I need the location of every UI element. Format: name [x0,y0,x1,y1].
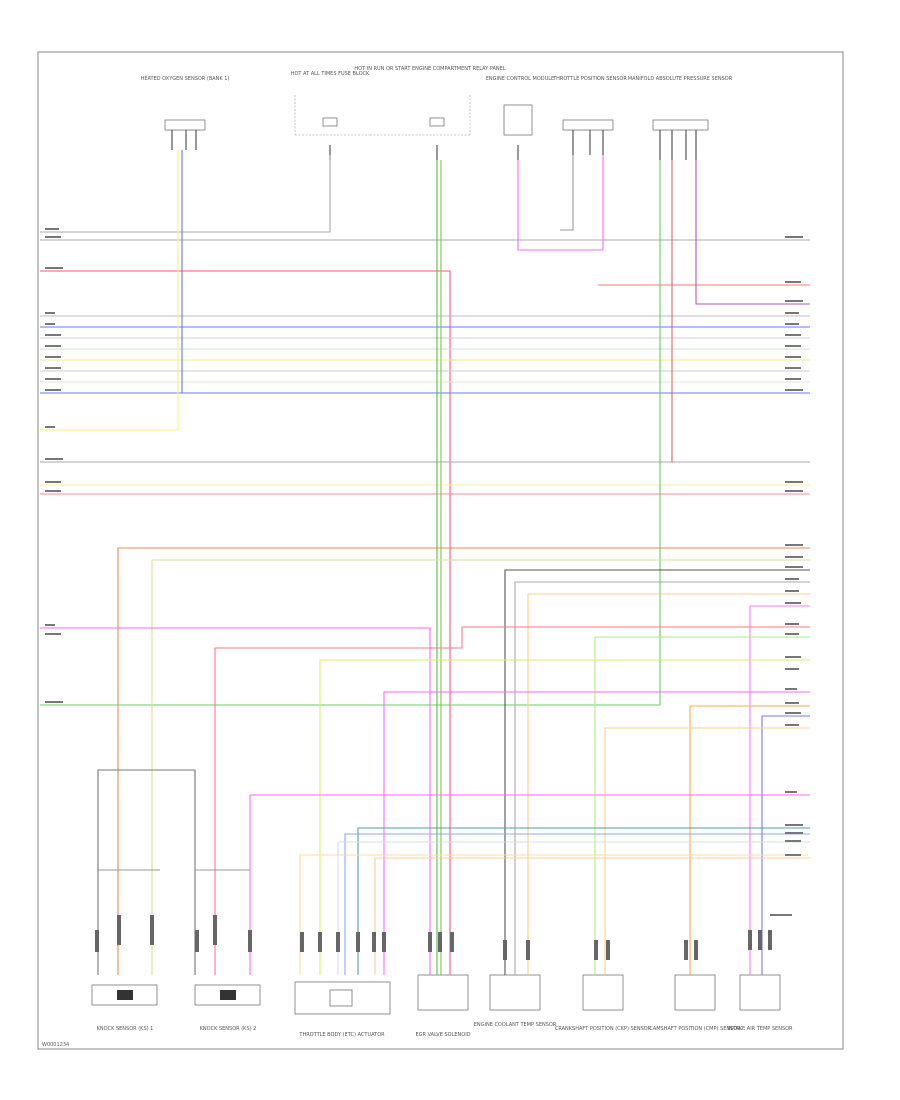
top-components: HEATED OXYGEN SENSOR (BANK 1) HOT AT ALL… [141,66,733,160]
fuse-2 [429,117,445,127]
wire-tick-marks [45,228,803,916]
diagram-footer-code: W0001234 [42,1042,69,1048]
bottom-label-ckp: CRANKSHAFT POSITION (CKP) SENSOR [555,1026,652,1032]
bottom-label-etc: THROTTLE BODY (ETC) ACTUATOR [298,1032,385,1038]
wire-harness [40,150,810,975]
top-label-wp: HEATED OXYGEN SENSOR (BANK 1) [141,76,230,82]
fuse-1 [322,117,338,127]
top-label-map: MANIFOLD ABSOLUTE PRESSURE SENSOR [628,76,733,82]
ecm-box [503,104,533,136]
bottom-label-egr: EGR VALVE SOLENOID [415,1032,470,1038]
bottom-label-ect: ENGINE COOLANT TEMP SENSOR [474,1022,557,1028]
top-label-fuse1: HOT AT ALL TIMES FUSE BLOCK [291,71,370,77]
ckp-box [582,974,624,1011]
bottom-label-ks1: KNOCK SENSOR (KS) 1 [97,1026,154,1032]
top-label-tps: THROTTLE POSITION SENSOR [552,76,627,82]
map-connector [652,119,709,131]
knock-sensor-1-symbol [117,990,133,1000]
top-label-ecm: ENGINE CONTROL MODULE [486,76,554,82]
knock-sensor-2-symbol [220,990,236,1000]
ect-box [489,974,541,1011]
bottom-label-iat: INTAKE AIR TEMP SENSOR [727,1026,793,1032]
bottom-label-cmp: CAMSHAFT POSITION (CMP) SENSOR [649,1026,741,1032]
iat-box [739,974,781,1011]
bottom-components: KNOCK SENSOR (KS) 1 KNOCK SENSOR (KS) 2 … [91,974,793,1038]
etc-motor [329,989,353,1007]
top-label-fuse2: HOT IN RUN OR START ENGINE COMPARTMENT R… [354,66,505,72]
egr-box [417,974,469,1011]
cmp-box [674,974,716,1011]
diagram-frame [37,51,844,1050]
bottom-connector-pins [95,915,772,960]
tps-connector [562,119,614,131]
bottom-label-ks2: KNOCK SENSOR (KS) 2 [200,1026,257,1032]
oxygen-sensor-connector [164,119,206,131]
